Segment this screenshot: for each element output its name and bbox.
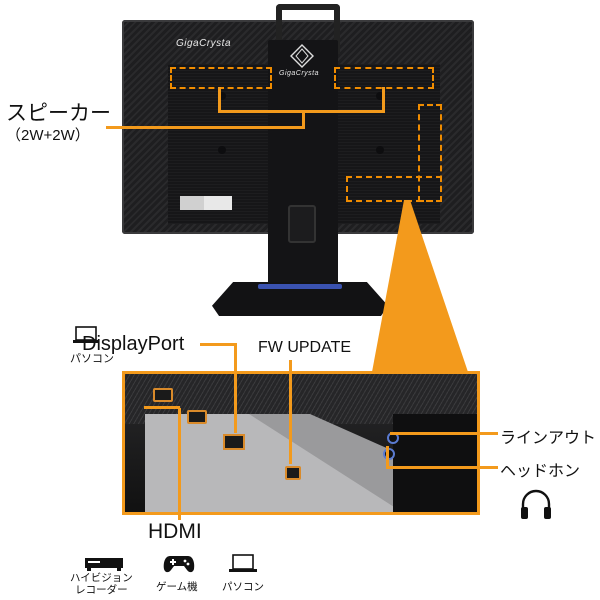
gigacrysta-logo-icon [290,44,314,68]
headphones-icon [521,489,551,519]
laptop-icon [229,554,257,572]
vesa-hole [376,92,384,100]
line-out-line [390,432,498,435]
recorder-label: ハイビジョン レコーダー [70,572,133,596]
gamepad-icon [163,556,195,573]
hdmi-port-2 [187,410,207,424]
displayport-device-label: パソコン [70,353,114,365]
speaker-spec: （2W+2W） [6,127,90,144]
zoom-side-block [393,414,477,512]
headphone-line-h [386,466,498,469]
vesa-hole [218,146,226,154]
port-zoom-view [122,371,480,515]
hdmi-port-1 [153,388,173,402]
brand-text: GigaCrysta [176,38,232,49]
speaker-right-highlight [334,67,434,89]
recorder-icon [85,558,123,571]
headphone-label: ヘッドホン [500,463,581,480]
hdmi-label: HDMI [148,520,202,543]
stand-logo-text: GigaCrysta [279,70,320,77]
laptop-label: パソコン [222,581,264,593]
speaker-line-label [106,126,305,129]
line-out-label: ラインアウト [500,430,597,447]
laptop-icon [73,326,99,343]
bottom-port-highlight [346,176,442,202]
displayport-line-v [234,343,237,433]
cable-hole [288,205,316,243]
hdmi-line-v [178,408,181,520]
zoom-funnel [372,200,468,372]
rating-label-logos [180,196,204,210]
displayport-port [223,434,245,450]
stand-neck [268,40,338,290]
displayport-label: DisplayPort [82,333,185,355]
gamepad-label: ゲーム機 [156,581,198,593]
vesa-hole [218,92,226,100]
headphone-line-v [386,446,389,468]
hdmi-line-h [144,406,180,409]
fw-update-label: FW UPDATE [258,339,352,356]
speaker-line-left [218,87,221,112]
speaker-line-drop [302,110,305,129]
fw-update-port [285,466,301,480]
speaker-left-highlight [170,67,272,89]
vesa-hole [376,146,384,154]
headphone-jack [383,448,395,460]
speaker-label: スピーカー [6,102,111,125]
speaker-line-join [218,110,385,113]
displayport-line-h [200,343,236,346]
stand-handle [276,4,340,54]
stand-base-accent [258,284,342,289]
speaker-line-right [382,87,385,112]
fw-update-line [289,360,292,464]
